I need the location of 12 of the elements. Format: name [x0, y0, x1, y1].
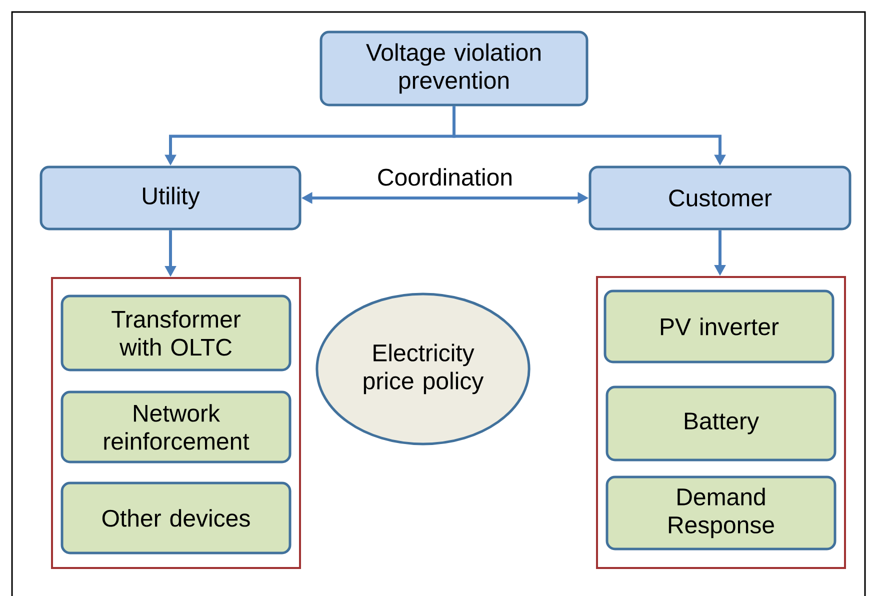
group-frame: [51, 276, 301, 569]
device-box: Battery: [606, 386, 836, 462]
process-box: Utility: [40, 166, 302, 230]
group-frame: [596, 276, 846, 569]
process-box: Voltage violation prevention: [320, 30, 588, 106]
device-box: Network reinforcement: [60, 390, 292, 464]
edge-label: Coordination: [374, 166, 516, 188]
device-box: Transformer with OLTC: [60, 294, 292, 372]
device-box: PV inverter: [604, 290, 834, 364]
process-box: Customer: [588, 166, 852, 230]
device-box: Other devices: [60, 482, 292, 554]
device-box: Demand Response: [606, 476, 836, 550]
